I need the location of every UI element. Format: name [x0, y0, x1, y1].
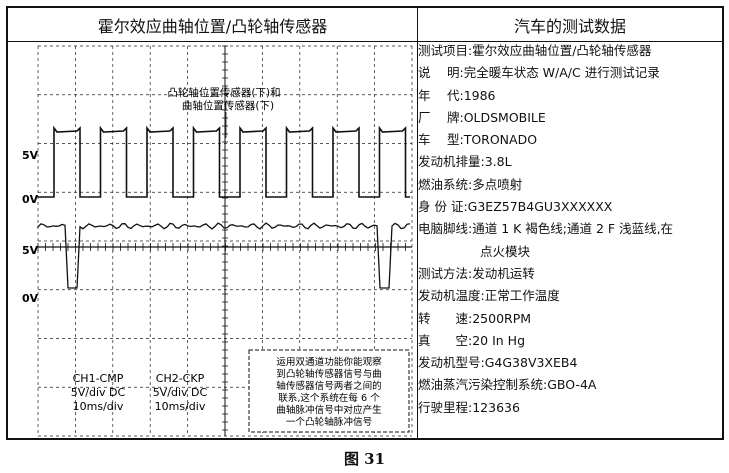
data-row-label: 身 份 证: — [418, 199, 468, 215]
data-row-label: 年 代: — [418, 87, 464, 103]
data-row: 测试方法:发动机运转 — [418, 263, 714, 285]
data-row: 电脑脚线:通道 1 K 褐色线;通道 2 F 浅蓝线,在 — [418, 218, 714, 240]
note-line-4: 联系,这个系统在每 6 个 — [278, 392, 380, 404]
data-row: 车 型:TORONADO — [418, 129, 714, 151]
data-row-label: 电脑脚线: — [418, 221, 473, 237]
data-row: 说 明:完全暖车状态 W/A/C 进行测试记录 — [418, 62, 714, 84]
data-row-value: 正常工作温度 — [484, 288, 560, 304]
data-row: 发动机排量:3.8L — [418, 151, 714, 173]
data-row-value: 2500RPM — [472, 310, 532, 326]
data-row-value: 20 In Hg — [472, 332, 526, 348]
ch2-volt-label: 5V — [22, 244, 39, 257]
data-row-value: G3EZ57B4GU3XXXXXX — [467, 199, 613, 215]
oscilloscope-screen: 凸轮轴位置传感器(下)和 曲轴位置传感器(下) 5V 0V 5V 0V CH1-… — [22, 45, 413, 437]
ch2-name: CH2-CKP — [156, 372, 205, 385]
note-line-2: 到凸轮轴传感器信号与曲 — [276, 368, 382, 380]
annotation-line-2: 曲轴位置传感器(下) — [182, 99, 274, 112]
data-row-label: 车 型: — [418, 132, 464, 148]
data-row: 燃油系统:多点喷射 — [418, 174, 714, 196]
data-row-label: 转 速: — [418, 310, 473, 326]
data-row: 身 份 证:G3EZ57B4GU3XXXXXX — [418, 196, 714, 218]
ch1-name: CH1-CMP — [73, 372, 124, 385]
data-row: 发动机型号:G4G38V3XEB4 — [418, 352, 714, 374]
data-row-label: 发动机排量: — [418, 154, 485, 170]
data-row-label: 厂 牌: — [418, 109, 464, 125]
ckp-trace — [37, 222, 411, 289]
cmp-trace — [38, 125, 410, 198]
data-row: 行驶里程:123636 — [418, 397, 714, 419]
data-row-value: 多点喷射 — [472, 176, 523, 192]
data-row: 年 代:1986 — [418, 85, 714, 107]
data-row-value: G4G38V3XEB4 — [484, 355, 578, 371]
data-row: 点火模块 — [418, 241, 714, 263]
data-row-value: 发动机运转 — [472, 265, 535, 281]
data-row-value: 1986 — [463, 87, 496, 103]
data-row-label: 测试项目: — [418, 43, 473, 58]
data-row-label: 发动机型号: — [418, 355, 485, 371]
data-row: 燃油蒸汽污染控制系统:GBO-4A — [418, 374, 714, 396]
note-line-5: 曲轴脉冲信号中对应产生 — [276, 404, 382, 416]
data-row-value: 完全暖车状态 W/A/C 进行测试记录 — [463, 65, 660, 81]
ch2-zero-label: 0V — [22, 292, 39, 305]
data-row-label: 测试方法: — [418, 265, 473, 281]
data-row-value: 点火模块 — [480, 243, 531, 259]
data-title: 汽车的测试数据 — [418, 8, 722, 42]
data-row: 测试项目:霍尔效应曲轴位置/凸轮轴传感器 — [418, 40, 714, 62]
ch1-volt-label: 5V — [22, 149, 39, 162]
data-row-label: 真 空: — [418, 332, 473, 348]
test-data-list: 测试项目:霍尔效应曲轴位置/凸轮轴传感器说 明:完全暖车状态 W/A/C 进行测… — [418, 40, 714, 419]
note-box — [248, 349, 410, 433]
data-row-value: OLDSMOBILE — [463, 109, 546, 125]
ch1-scale: 5V/div DC — [71, 386, 126, 399]
data-row-value: TORONADO — [463, 132, 538, 148]
data-row-label: 行驶里程: — [418, 399, 473, 415]
ch2-scale: 5V/div DC — [153, 386, 208, 399]
ckp-waveform — [37, 222, 411, 289]
data-row-label: 燃油蒸汽污染控制系统: — [418, 377, 548, 393]
data-row-value: GBO-4A — [547, 377, 597, 393]
data-row-label: 说 明: — [418, 65, 464, 81]
note-line-3: 轴传感器信号两者之间的 — [276, 380, 382, 392]
scope-title: 霍尔效应曲轴位置/凸轮轴传感器 — [8, 8, 418, 42]
ch2-timebase: 10ms/div — [155, 400, 206, 413]
note-line-6: 一个凸轮轴脉冲信号 — [286, 416, 372, 428]
data-row: 厂 牌:OLDSMOBILE — [418, 107, 714, 129]
data-row: 真 空:20 In Hg — [418, 330, 714, 352]
data-row-label: 发动机温度: — [418, 288, 485, 304]
figure-frame: 霍尔效应曲轴位置/凸轮轴传感器 汽车的测试数据 凸轮轴位置传感器(下)和 曲轴位… — [6, 6, 724, 440]
cmp-waveform — [38, 125, 410, 198]
annotation-line-1: 凸轮轴位置传感器(下)和 — [167, 86, 280, 99]
data-row-value: 3.8L — [484, 154, 512, 170]
data-row-value: 霍尔效应曲轴位置/凸轮轴传感器 — [472, 43, 652, 58]
column-divider — [417, 8, 418, 438]
ch1-zero-label: 0V — [22, 193, 39, 206]
data-row-label: 燃油系统: — [418, 176, 473, 192]
data-row: 发动机温度:正常工作温度 — [418, 285, 714, 307]
note-line-1: 运用双通道功能你能观察 — [276, 356, 382, 368]
data-row-value: 通道 1 K 褐色线;通道 2 F 浅蓝线,在 — [472, 221, 674, 237]
figure-caption: 图 31 — [343, 450, 386, 468]
ch1-timebase: 10ms/div — [73, 400, 124, 413]
data-row-value: 123636 — [472, 399, 520, 415]
data-row: 转 速:2500RPM — [418, 308, 714, 330]
